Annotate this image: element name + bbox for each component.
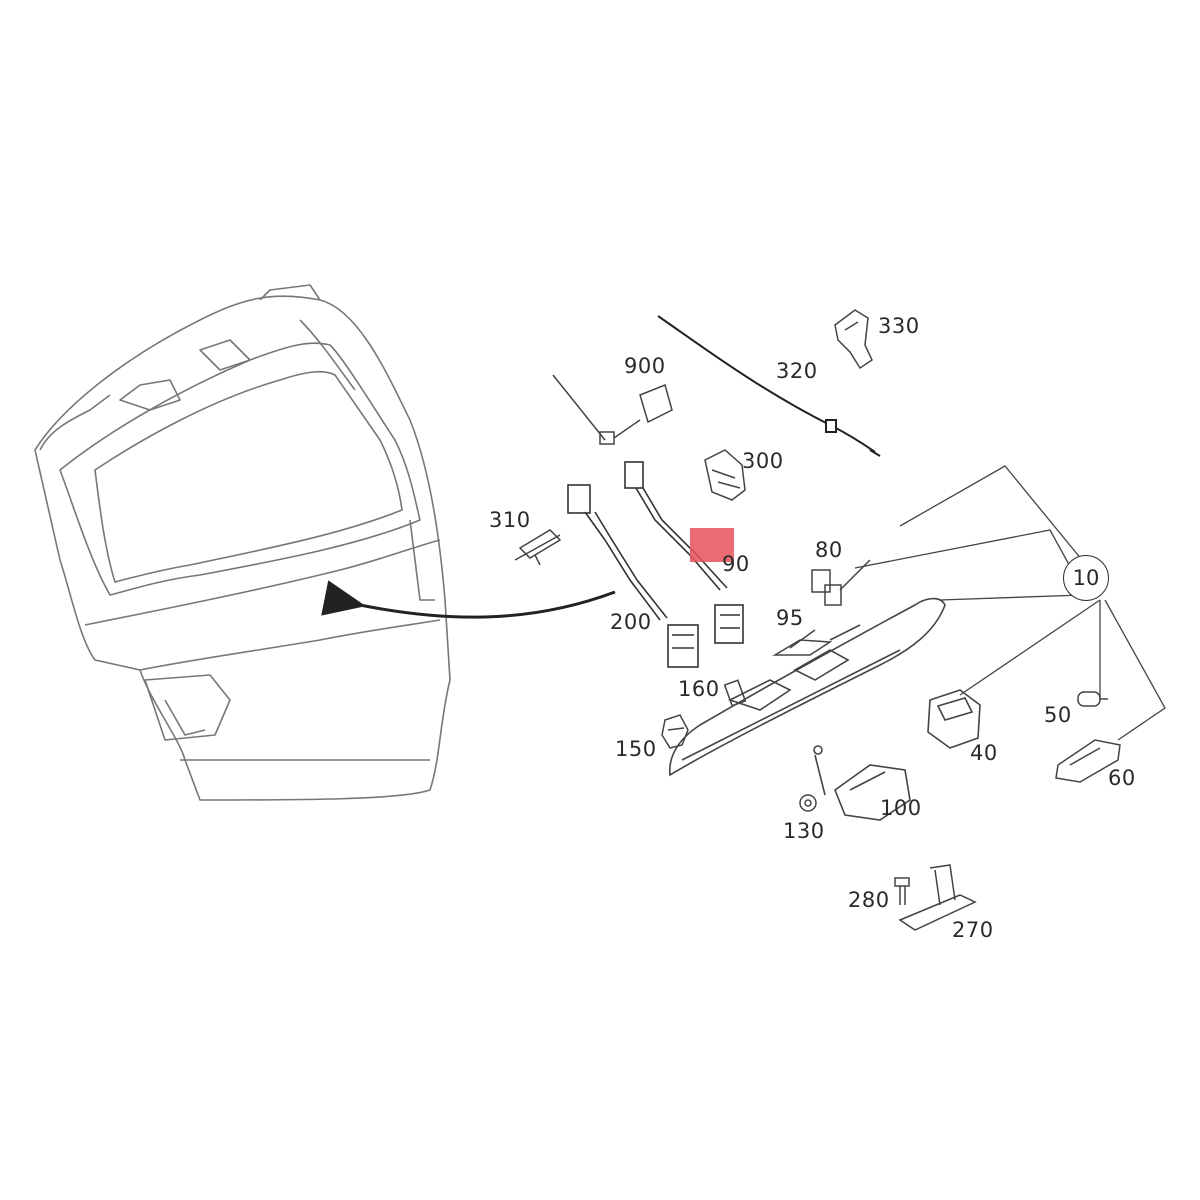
part-130-shape xyxy=(799,794,817,812)
part-60-shape xyxy=(1055,739,1121,783)
part-330-shape xyxy=(834,309,873,370)
callout-10: 10 xyxy=(1063,555,1109,601)
callout-10-leaders xyxy=(854,465,1166,741)
label-150: 150 xyxy=(615,737,657,761)
handle-strip-shape xyxy=(669,597,946,777)
label-300: 300 xyxy=(742,449,784,473)
part-95-shape xyxy=(772,629,833,656)
part-50-shape xyxy=(1077,691,1108,707)
label-320: 320 xyxy=(776,359,818,383)
part-150-shape xyxy=(661,714,689,749)
label-200: 200 xyxy=(610,610,652,634)
part-40-shape xyxy=(927,689,981,749)
tailgate-illustration xyxy=(34,284,451,801)
part-80-shape xyxy=(811,559,871,606)
label-130: 130 xyxy=(783,819,825,843)
label-310: 310 xyxy=(489,508,531,532)
label-330: 330 xyxy=(878,314,920,338)
label-90: 90 xyxy=(722,552,750,576)
part-320-shape xyxy=(657,315,881,457)
part-300-shape xyxy=(704,449,746,501)
label-160: 160 xyxy=(678,677,720,701)
part-900-shape xyxy=(552,374,673,445)
label-60: 60 xyxy=(1108,766,1136,790)
part-310-shape xyxy=(514,529,562,566)
label-270: 270 xyxy=(952,918,994,942)
part-200-shape xyxy=(567,484,699,668)
label-280: 280 xyxy=(848,888,890,912)
part-100-shape xyxy=(813,745,911,821)
label-100: 100 xyxy=(880,796,922,820)
label-900: 900 xyxy=(624,354,666,378)
part-280-shape xyxy=(894,877,910,905)
part-90-shape xyxy=(624,461,744,644)
label-40: 40 xyxy=(970,741,998,765)
label-50: 50 xyxy=(1044,703,1072,727)
part-270-shape xyxy=(898,864,977,931)
label-95: 95 xyxy=(776,606,804,630)
highlight-marker xyxy=(690,528,734,562)
part-160-shape xyxy=(723,679,747,707)
label-80: 80 xyxy=(815,538,843,562)
assembly-arrow xyxy=(321,580,616,619)
